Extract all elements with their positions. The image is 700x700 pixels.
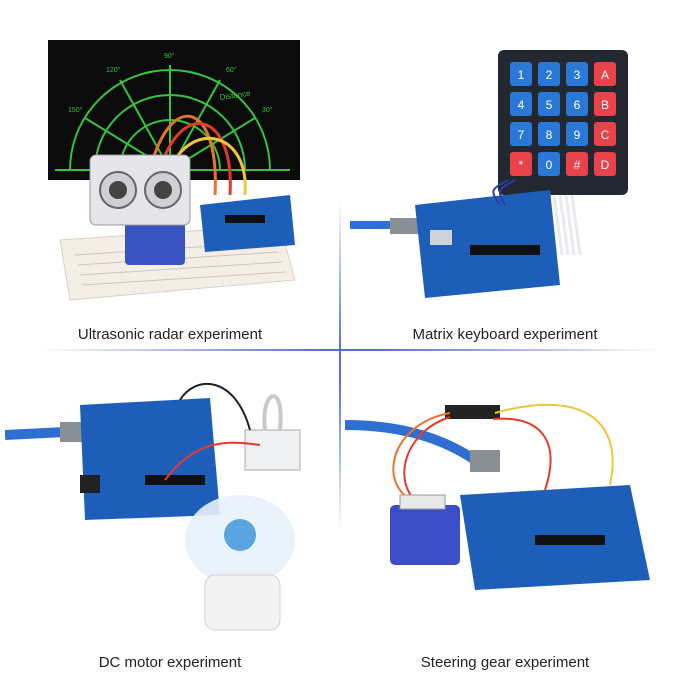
radar-experiment-photo: 30° 60° 90° 120° 150° Distance — [48, 40, 300, 301]
servo-horn — [399, 494, 446, 510]
caption-keyboard: Matrix keyboard experiment — [412, 326, 598, 343]
keypad-key-label: 1 — [518, 68, 525, 82]
horizontal-divider — [40, 349, 660, 351]
motor-mount — [204, 574, 281, 631]
keypad-key — [538, 62, 560, 86]
usb-cable — [345, 420, 478, 465]
chip — [470, 245, 540, 255]
keypad-key — [510, 152, 532, 176]
caption-motor: DC motor experiment — [98, 654, 242, 671]
keypad-key-label: C — [601, 128, 610, 142]
keypad-key — [594, 62, 616, 86]
keyboard-experiment-photo: 1 2 3 A 4 5 6 B 7 8 9 C * 0 # D — [350, 50, 628, 298]
vertical-divider — [339, 200, 341, 530]
keypad-key — [594, 122, 616, 146]
servo-motor — [390, 505, 460, 565]
servo-experiment-photo — [345, 403, 650, 590]
motor-driver-module — [244, 429, 301, 471]
radar-overlay-text: Distance — [219, 89, 252, 102]
chip — [225, 215, 265, 223]
keypad-key — [510, 62, 532, 86]
radar-angle-label: 120° — [106, 66, 121, 74]
keypad-key-label: 0 — [546, 158, 553, 172]
keypad-key — [594, 152, 616, 176]
wire — [492, 417, 552, 491]
connector-header — [445, 405, 500, 419]
keypad-key-label: 2 — [546, 68, 553, 82]
fan-hub — [224, 519, 256, 551]
keypad-key-label: * — [519, 158, 524, 172]
keypad-key — [510, 122, 532, 146]
arduino-board — [415, 190, 560, 298]
wire — [158, 122, 232, 196]
arduino-board — [80, 398, 220, 520]
keypad-key — [566, 152, 588, 176]
usb-plug — [390, 218, 418, 234]
wire — [164, 441, 261, 481]
servo-motor — [125, 220, 185, 265]
keypad-key-label: # — [574, 158, 581, 172]
caption-servo: Steering gear experiment — [420, 654, 590, 671]
wire — [494, 403, 614, 486]
jumper-wires — [492, 179, 516, 206]
wire — [262, 394, 283, 431]
keypad-key-label: 5 — [546, 98, 553, 112]
keypad-key-label: D — [601, 158, 610, 172]
keypad-key-label: A — [601, 68, 609, 82]
keypad-key — [566, 62, 588, 86]
wire — [148, 114, 217, 196]
keypad-key-label: 4 — [518, 98, 525, 112]
power-jack — [80, 475, 100, 493]
chip — [145, 475, 205, 485]
keypad-key-label: 7 — [518, 128, 525, 142]
keypad-key — [510, 92, 532, 116]
radar-angle-label: 150° — [68, 106, 83, 114]
keypad-key — [538, 152, 560, 176]
keypad-key — [538, 122, 560, 146]
keypad-key-label: 8 — [546, 128, 553, 142]
motor-experiment-photo — [5, 382, 301, 631]
usb-plug — [470, 450, 500, 472]
radar-angle-label: 30° — [262, 106, 273, 114]
keypad-key — [566, 92, 588, 116]
usb-cable — [5, 427, 66, 440]
caption-radar: Ultrasonic radar experiment — [77, 326, 263, 343]
keypad-key-label: 9 — [574, 128, 581, 142]
keypad-key — [594, 92, 616, 116]
keypad-keys: 1 2 3 A 4 5 6 B 7 8 9 C * 0 # D — [510, 62, 616, 176]
keypad-key — [538, 92, 560, 116]
radar-angle-label: 90° — [164, 52, 175, 60]
keypad-key-label: B — [601, 98, 609, 112]
keypad-key-label: 3 — [574, 68, 581, 82]
chip — [535, 535, 605, 545]
usb-port — [430, 230, 452, 245]
wire — [179, 382, 251, 431]
keypad-key — [566, 122, 588, 146]
arduino-board — [200, 195, 295, 252]
keypad-key-label: 6 — [574, 98, 581, 112]
radar-angle-label: 60° — [226, 66, 237, 74]
